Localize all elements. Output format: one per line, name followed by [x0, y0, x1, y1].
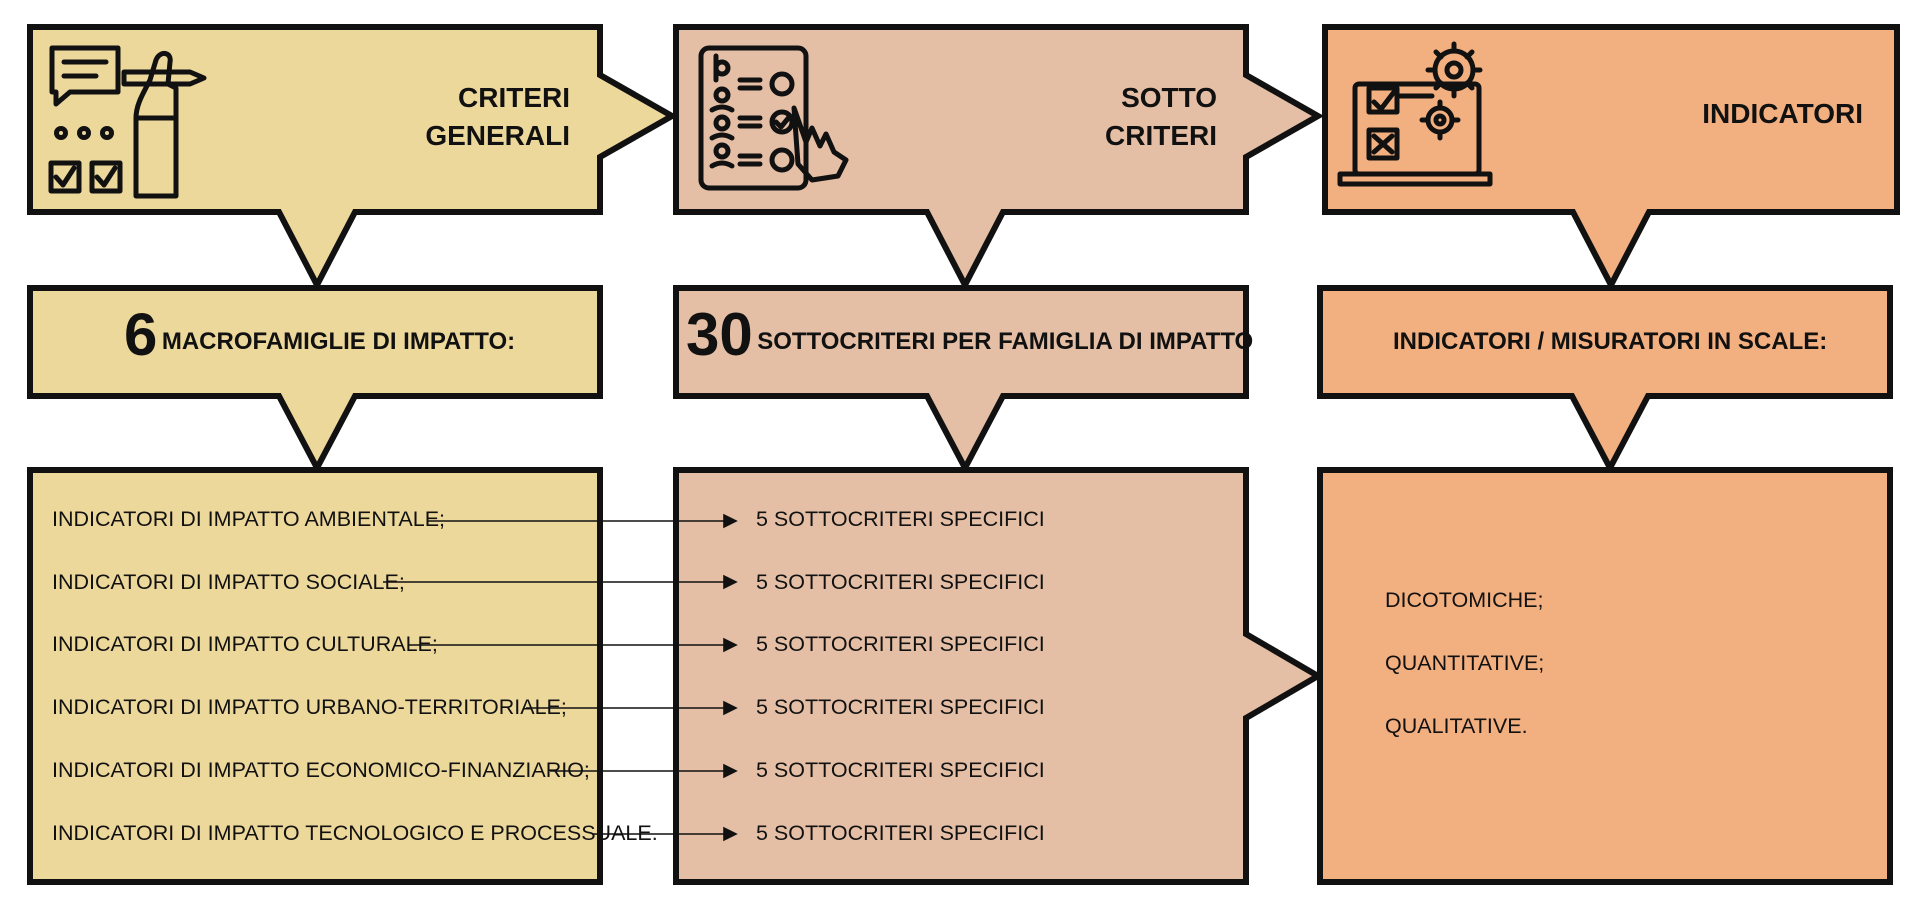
criteri-generali-title-line-1: CRITERI	[458, 82, 570, 113]
chat-hand-checklist-icon	[48, 45, 207, 199]
sotto-criteri-header-box	[673, 24, 1325, 292]
list-item: 5 SOTTOCRITERI SPECIFICI	[756, 821, 1045, 845]
list-item: INDICATORI DI IMPATTO AMBIENTALE;	[52, 507, 446, 531]
sotto-criteri-title-line-2: CRITERI	[1105, 120, 1217, 151]
macrofamiglie-list-box	[27, 467, 603, 885]
list-item: INDICATORI DI IMPATTO URBANO-TERRITORIAL…	[52, 695, 567, 719]
criteri-generali-header-box	[27, 24, 679, 292]
list-item: INDICATORI DI IMPATTO ECONOMICO-FINANZIA…	[52, 758, 590, 782]
laptop-gears-checklist-icon	[1337, 41, 1493, 187]
sottocriteri-count: 30	[686, 301, 753, 368]
list-item: 5 SOTTOCRITERI SPECIFICI	[756, 758, 1045, 782]
list-item: 5 SOTTOCRITERI SPECIFICI	[756, 570, 1045, 594]
indicatori-header-box	[1322, 24, 1900, 292]
macrofamiglie-count: 6	[124, 301, 158, 368]
indicatori-summary-label: INDICATORI / MISURATORI IN SCALE:	[1393, 328, 1828, 355]
macrofamiglie-label: MACROFAMIGLIE DI IMPATTO:	[161, 328, 516, 355]
list-item: QUALITATIVE.	[1385, 714, 1528, 738]
scale-list-box	[1317, 467, 1893, 885]
list-item: INDICATORI DI IMPATTO CULTURALE;	[52, 632, 438, 656]
indicatori-title: INDICATORI	[1702, 95, 1863, 133]
list-item: QUANTITATIVE;	[1385, 651, 1545, 675]
indicatori-summary-box	[1317, 285, 1893, 475]
list-item: DICOTOMICHE;	[1385, 588, 1544, 612]
criteri-generali-title-line-2: GENERALI	[425, 120, 570, 151]
macrofamiglie-summary-box	[27, 285, 603, 475]
list-item: 5 SOTTOCRITERI SPECIFICI	[756, 632, 1045, 656]
list-item: INDICATORI DI IMPATTO SOCIALE;	[52, 570, 405, 594]
checklist-pointer-icon	[698, 45, 849, 191]
sottocriteri-summary: 30 SOTTOCRITERI PER FAMIGLIA DI IMPATTO	[686, 305, 1253, 365]
sottocriteri-label: SOTTOCRITERI PER FAMIGLIA DI IMPATTO	[757, 328, 1254, 355]
macrofamiglie-summary: 6 MACROFAMIGLIE DI IMPATTO:	[124, 305, 515, 365]
sottocriteri-list-box	[673, 467, 1324, 885]
criteri-generali-title: CRITERI GENERALI	[425, 79, 570, 155]
list-item: 5 SOTTOCRITERI SPECIFICI	[756, 695, 1045, 719]
indicatori-title-line-1: INDICATORI	[1702, 98, 1863, 129]
list-item: INDICATORI DI IMPATTO TECNOLOGICO E PROC…	[52, 821, 658, 845]
sotto-criteri-title: SOTTO CRITERI	[1105, 79, 1217, 155]
sottocriteri-summary-box	[673, 285, 1249, 475]
sotto-criteri-title-line-1: SOTTO	[1121, 82, 1217, 113]
connector-arrows	[383, 513, 738, 842]
list-item: 5 SOTTOCRITERI SPECIFICI	[756, 507, 1045, 531]
